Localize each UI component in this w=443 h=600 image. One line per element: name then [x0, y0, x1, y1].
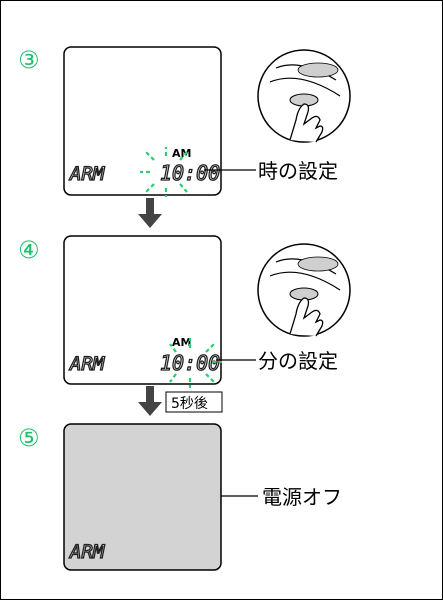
step-4: ④ ARM AM 10:00 分の設定: [18, 235, 351, 388]
am-indicator: AM: [172, 336, 191, 349]
down-arrow-icon: [138, 198, 162, 228]
hand-pressing-button-icon: [257, 243, 351, 337]
step-number: ⑤: [18, 424, 40, 452]
lcd-screen-off: [63, 423, 222, 571]
step-number: ④: [18, 236, 40, 264]
down-arrow-icon: [138, 386, 162, 416]
blink-marks-icon: [140, 147, 188, 197]
am-indicator: AM: [172, 147, 191, 160]
lcd-time: 10:00: [160, 351, 220, 375]
lcd-mode-text: ARM: [69, 353, 105, 375]
lcd-mode-text: ARM: [69, 541, 105, 563]
delay-label: 5秒後: [165, 391, 223, 413]
lcd-screen: [63, 235, 222, 385]
lcd-mode-text: ARM: [69, 163, 105, 185]
callout-text: 時の設定: [258, 159, 338, 183]
hand-pressing-button-icon: [257, 49, 351, 143]
lcd-time: 10:00: [160, 161, 220, 185]
step-number: ③: [18, 46, 40, 74]
step-3: ③ ARM AM 10:00 時の設定: [18, 46, 351, 197]
callout-text: 分の設定: [258, 349, 338, 373]
blink-marks-icon: [169, 338, 222, 388]
step-5: ⑤ ARM 電源オフ: [18, 423, 342, 571]
callout-text: 電源オフ: [262, 485, 342, 509]
delay-text: 5秒後: [171, 396, 208, 412]
